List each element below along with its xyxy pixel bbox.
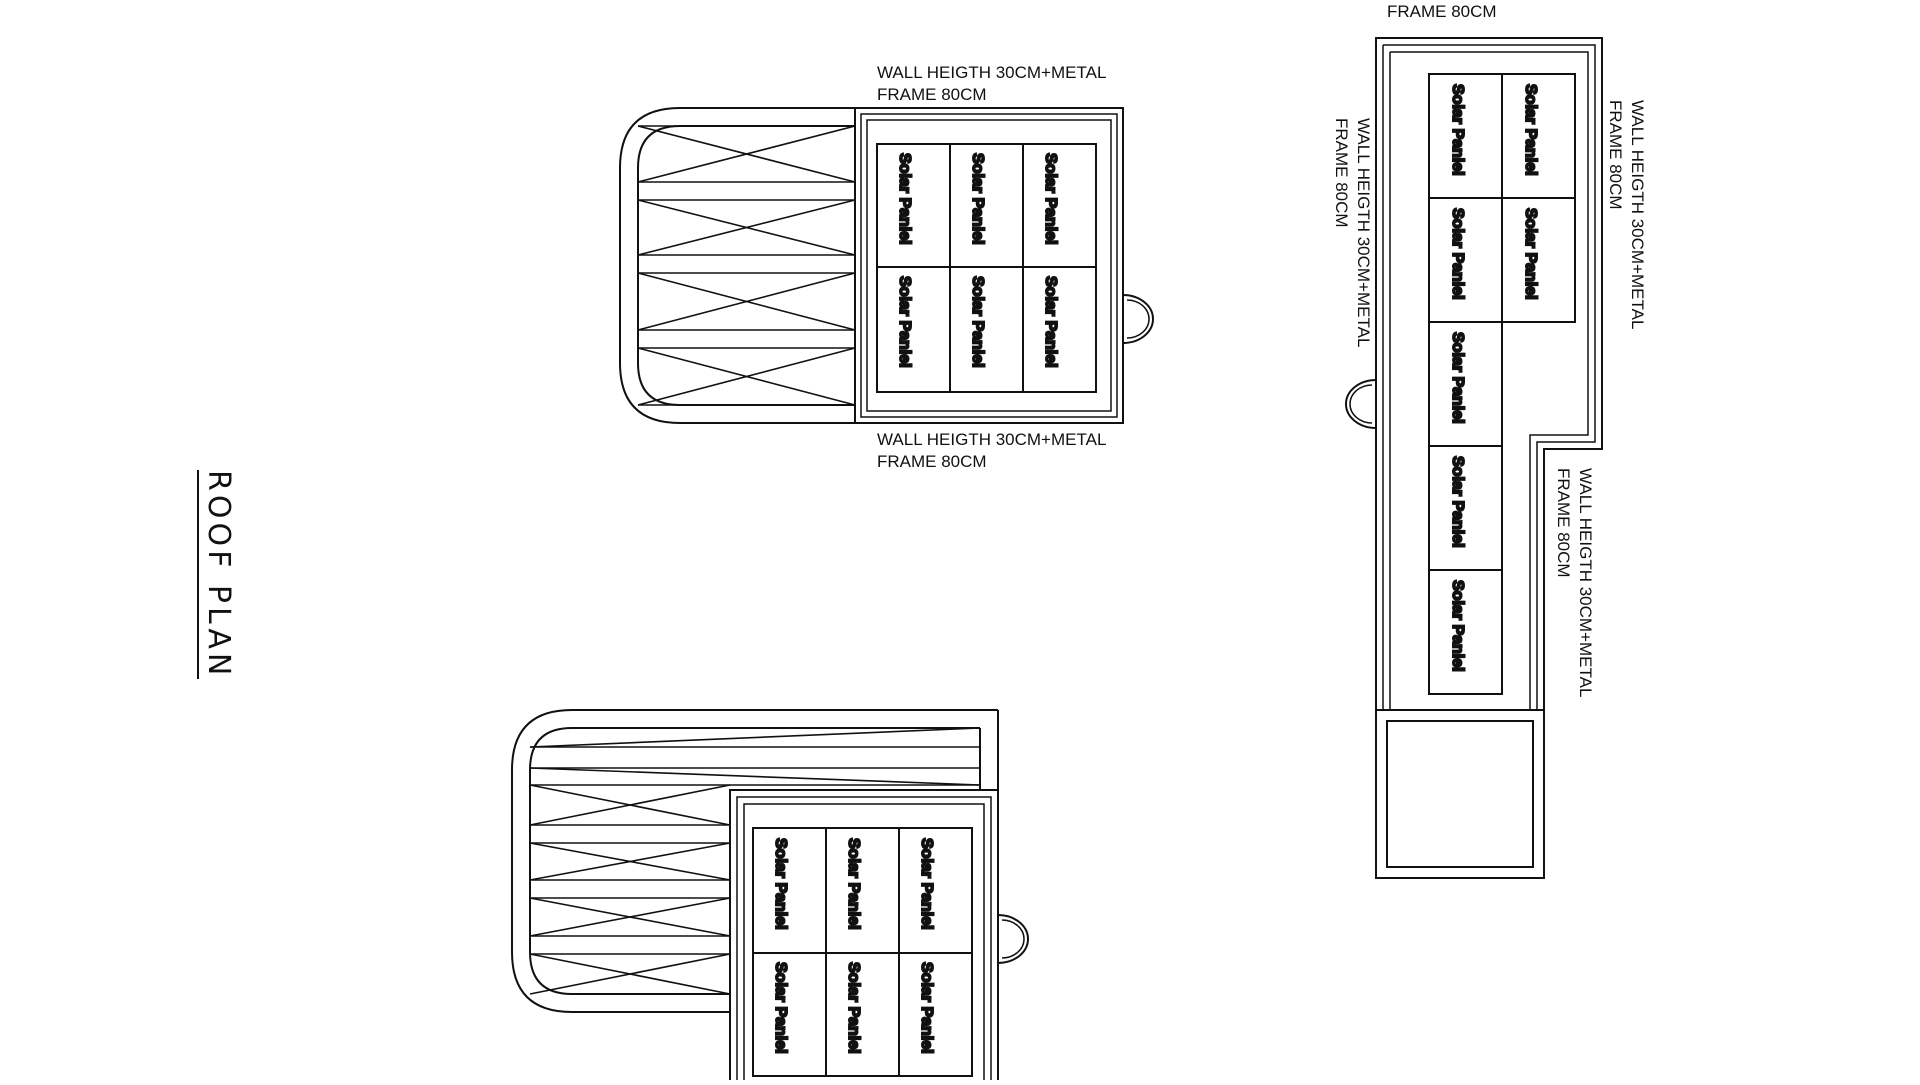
wall-note-line2: FRAME 80CM — [877, 452, 987, 471]
wall-note-line2: FRAME 80CM — [877, 85, 987, 104]
canopy-slats — [637, 125, 856, 406]
parapet-wall-inner — [1390, 51, 1589, 710]
wall-note-line1: WALL HEIGTH 30CM+METAL — [1354, 118, 1373, 348]
panel-labels: Solar Panlel Solar Panlel Solar Panlel S… — [895, 152, 1060, 369]
page-title: ROOF PLAN — [197, 470, 236, 680]
solar-panel: Solar Panlel — [772, 838, 789, 930]
solar-panel: Solar Panlel — [1042, 276, 1059, 368]
wall-note-left: WALL HEIGTH 30CM+METAL FRAME 80CM — [1330, 118, 1374, 347]
solar-panel: Solar Panlel — [969, 153, 986, 245]
solar-panel: Solar Panlel — [1522, 84, 1539, 176]
panel-labels: Solar Panlel Solar Panlel Solar Panlel S… — [771, 837, 936, 1055]
parapet-wall-outer — [729, 789, 998, 1080]
solar-panel: Solar Panlel — [1449, 580, 1466, 672]
solar-panel: Solar Panlel — [1042, 153, 1059, 245]
wall-note-line2: FRAME 80CM — [1332, 118, 1351, 228]
solar-panel: Solar Panlel — [1449, 208, 1466, 300]
canopy-outline-outer — [511, 709, 998, 1013]
wall-note-top: WALL HEIGTH 30CM+METAL FRAME 80CM — [877, 62, 1106, 106]
solar-panel: Solar Panlel — [845, 962, 862, 1054]
solar-panel: Solar Panlel — [969, 276, 986, 368]
parapet-wall-mid — [1383, 44, 1596, 710]
roof-unit-1: Solar Panlel Solar Panlel Solar Panlel S… — [619, 107, 1154, 424]
wall-note-line1: WALL HEIGTH 30CM+METAL — [877, 430, 1107, 449]
roof-hatch — [997, 914, 1029, 964]
solar-panel: Solar Panlel — [845, 838, 862, 930]
wall-note-line2: FRAME 80CM — [1606, 100, 1625, 210]
solar-panel: Solar Panlel — [1449, 84, 1466, 176]
panel-labels: Solar Panlel Solar Panlel Solar Panlel S… — [1448, 83, 1540, 673]
solar-panel: Solar Panlel — [1449, 456, 1466, 548]
wall-note-line1: WALL HEIGTH 30CM+METAL — [1576, 468, 1595, 698]
solar-panel-grid — [876, 143, 1097, 393]
wall-note-right-upper: WALL HEIGTH 30CM+METAL FRAME 80CM — [1604, 100, 1648, 329]
roof-hatch — [1345, 379, 1377, 429]
wall-note-line1: WALL HEIGTH 30CM+METAL — [1628, 100, 1647, 330]
canopy-outline-inner — [529, 727, 980, 995]
parapet-wall-inner — [743, 803, 985, 1080]
wall-note-right-lower: WALL HEIGTH 30CM+METAL FRAME 80CM — [1552, 468, 1596, 697]
canopy-slats — [529, 727, 981, 995]
solar-panel: Solar Panlel — [918, 962, 935, 1054]
parapet-wall-mid — [736, 796, 992, 1080]
parapet-wall-inner — [866, 119, 1112, 412]
roof-unit-3: Solar Panlel Solar Panlel Solar Panlel S… — [1345, 37, 1603, 879]
parapet-wall-outer — [854, 107, 1124, 424]
stair-box-outer — [1375, 709, 1545, 879]
wall-note-line1: WALL HEIGTH 30CM+METAL — [877, 63, 1107, 82]
canopy-outline-inner — [637, 125, 855, 406]
canopy-outline-outer — [619, 107, 855, 424]
solar-panel: Solar Panlel — [1522, 208, 1539, 300]
solar-panel: Solar Panlel — [896, 276, 913, 368]
wall-note-line2: FRAME 80CM — [1554, 468, 1573, 578]
solar-panel: Solar Panlel — [772, 962, 789, 1054]
parapet-wall-mid — [860, 113, 1118, 418]
roof-unit-2: Solar Panlel Solar Panlel Solar Panlel S… — [511, 709, 1029, 1080]
stair-box-inner — [1386, 720, 1534, 868]
solar-panel: Solar Panlel — [896, 153, 913, 245]
solar-panel: Solar Panlel — [1449, 332, 1466, 424]
solar-panel-grid — [752, 827, 973, 1077]
solar-panel: Solar Panlel — [918, 838, 935, 930]
solar-panel-grid — [1428, 73, 1576, 695]
wall-note-bottom: WALL HEIGTH 30CM+METAL FRAME 80CM — [877, 429, 1106, 473]
wall-note-clipped: FRAME 80CM — [1387, 2, 1497, 21]
roof-hatch — [1122, 294, 1154, 344]
